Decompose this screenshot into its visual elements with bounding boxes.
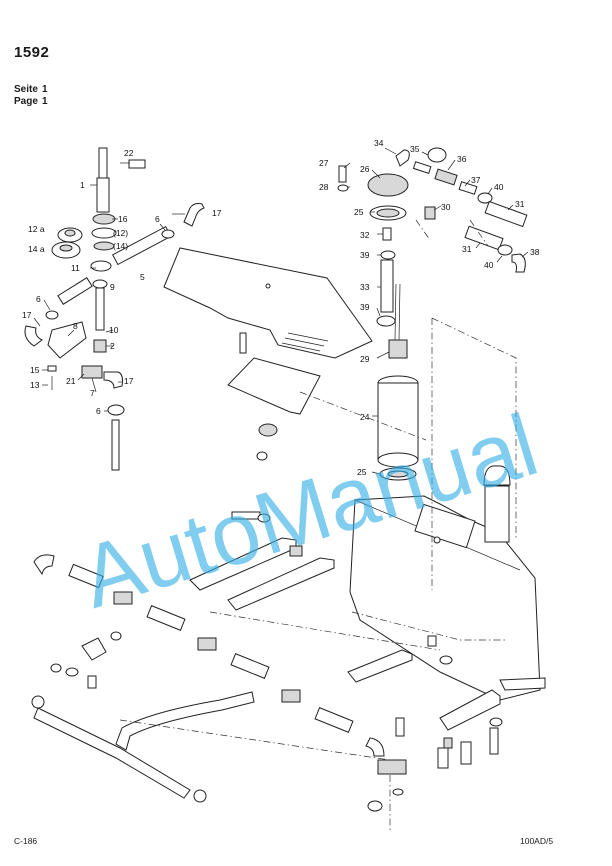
seite-line: Seite 1 xyxy=(14,84,48,95)
callout-21: 21 xyxy=(66,376,76,386)
callout-22: 22 xyxy=(124,148,134,158)
assembly-reference-lines xyxy=(119,219,517,830)
filler-neck-assembly xyxy=(24,147,205,471)
callout-29: 29 xyxy=(360,354,370,364)
callout-14a: 14 a xyxy=(28,244,45,254)
callout-15: 15 xyxy=(30,365,40,375)
mounting-brackets xyxy=(189,511,503,812)
seite-label: Seite xyxy=(14,84,38,95)
callout-12-paren: (12) xyxy=(113,228,128,238)
callout-31-lower: 31 xyxy=(462,244,472,254)
callout-40-top: 40 xyxy=(494,182,504,192)
panel-plate xyxy=(163,247,373,461)
callout-25-top: 25 xyxy=(354,207,364,217)
diagram-number: 1592 xyxy=(14,44,50,61)
callout-2: 2 xyxy=(110,341,115,351)
footer-right: 100AD/5 xyxy=(520,836,554,846)
callout-39-lower: 39 xyxy=(360,302,370,312)
callout-17-left: 17 xyxy=(22,310,32,320)
callout-6-bottom: 6 xyxy=(96,406,101,416)
footer-left: C-186 xyxy=(14,836,38,846)
callout-5: 5 xyxy=(140,272,145,282)
page-value: 1 xyxy=(42,96,48,107)
bottom-hose-assembly xyxy=(31,554,385,803)
callout-numbers: 1 2 5 6 6 6 7 8 9 10 11 (12) 12 a 13 (14… xyxy=(22,138,540,477)
callout-8: 8 xyxy=(73,321,78,331)
tank-cap-filter-assembly xyxy=(337,147,528,481)
page-line: Page 1 xyxy=(14,96,48,107)
callout-7: 7 xyxy=(90,388,95,398)
callout-38: 38 xyxy=(530,247,540,257)
callout-24: 24 xyxy=(360,412,370,422)
callout-33: 33 xyxy=(360,282,370,292)
fuel-tank xyxy=(349,465,546,701)
callout-16: 16 xyxy=(118,214,128,224)
callout-25-bottom: 25 xyxy=(357,467,367,477)
callout-13: 13 xyxy=(30,380,40,390)
callout-34: 34 xyxy=(374,138,384,148)
leader-lines xyxy=(33,147,529,475)
callout-6-top: 6 xyxy=(155,214,160,224)
callout-27: 27 xyxy=(319,158,329,168)
callout-17-top: 17 xyxy=(212,208,222,218)
callout-37: 37 xyxy=(471,175,481,185)
callout-9: 9 xyxy=(110,282,115,292)
callout-35: 35 xyxy=(410,144,420,154)
callout-6-left: 6 xyxy=(36,294,41,304)
callout-32: 32 xyxy=(360,230,370,240)
callout-11: 11 xyxy=(71,263,80,273)
seite-value: 1 xyxy=(42,84,48,95)
callout-17-right: 17 xyxy=(124,376,134,386)
callout-1: 1 xyxy=(80,180,85,190)
callout-26: 26 xyxy=(360,164,370,174)
page-label: Page xyxy=(14,96,38,107)
callout-10: 10 xyxy=(109,325,119,335)
callout-30: 30 xyxy=(441,202,451,212)
callout-36: 36 xyxy=(457,154,467,164)
callout-12a: 12 a xyxy=(28,224,45,234)
callout-28: 28 xyxy=(319,182,329,192)
callout-14-paren: (14) xyxy=(113,241,128,251)
callout-39-top: 39 xyxy=(360,250,370,260)
callout-31-right: 31 xyxy=(515,199,525,209)
callout-40-lower: 40 xyxy=(484,260,494,270)
